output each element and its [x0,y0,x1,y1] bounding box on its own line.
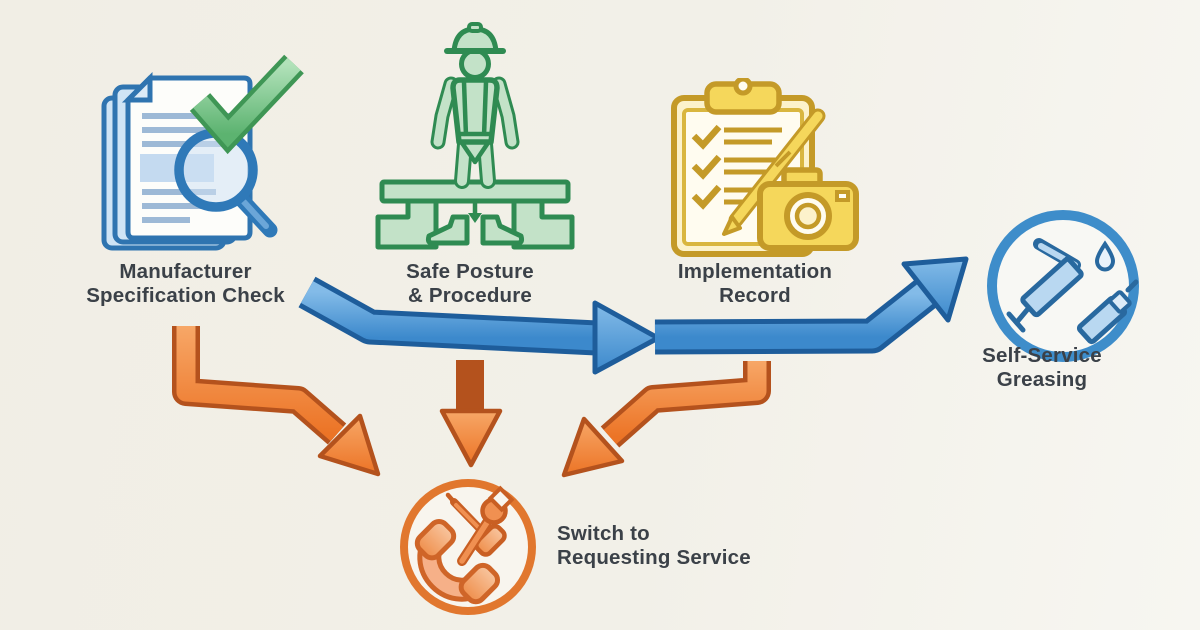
oil-droplet-icon [1094,240,1116,272]
clipboard-record-icon [671,78,859,257]
down-arrow-small [468,203,482,223]
grease-gun-icon [1006,238,1084,333]
camera-icon [757,167,859,251]
worker-figure [430,22,520,189]
grease-tube-icon [1076,279,1139,345]
label-line: Record [719,284,791,307]
main-flow-arrow-1 [298,276,661,375]
label-switch-to-requesting-service: Switch to Requesting Service [557,522,827,570]
boot-right [480,214,525,246]
main-flow-arrow-2 [654,256,969,355]
label-line: Manufacturer [119,260,252,283]
platform-bar [379,179,571,204]
boot-left [425,214,470,246]
phone-handset-icon [414,518,501,605]
fallback-arrow-middle [439,360,503,468]
label-line: Requesting Service [557,546,751,569]
label-line: Switch to [557,522,650,545]
label-line: & Procedure [407,284,533,307]
worker-posture-icon [375,22,575,250]
fallback-arrow-left [172,326,381,477]
label-line: Implementation [677,260,833,283]
document-fold-corner [121,71,153,103]
grease-gun-circle-icon [987,210,1139,362]
label-self-service-greasing: Self-Service Greasing [922,344,1162,392]
wrench-icon [457,485,515,566]
label-line: Specification Check [86,284,285,307]
phone-tools-circle-icon [400,479,536,615]
fallback-arrow-right [561,361,771,478]
label-implementation-record: Implementation Record [630,260,880,308]
documents-magnifier-check-icon [101,54,304,251]
label-line: Self-Service [982,344,1102,367]
label-safe-posture: Safe Posture & Procedure [345,260,595,308]
label-line: Greasing [996,368,1088,391]
label-manufacturer-spec-check: Manufacturer Specification Check [58,260,313,308]
pen-icon [722,108,826,236]
green-checkmark-icon [189,54,304,155]
label-line: Safe Posture [406,260,534,283]
